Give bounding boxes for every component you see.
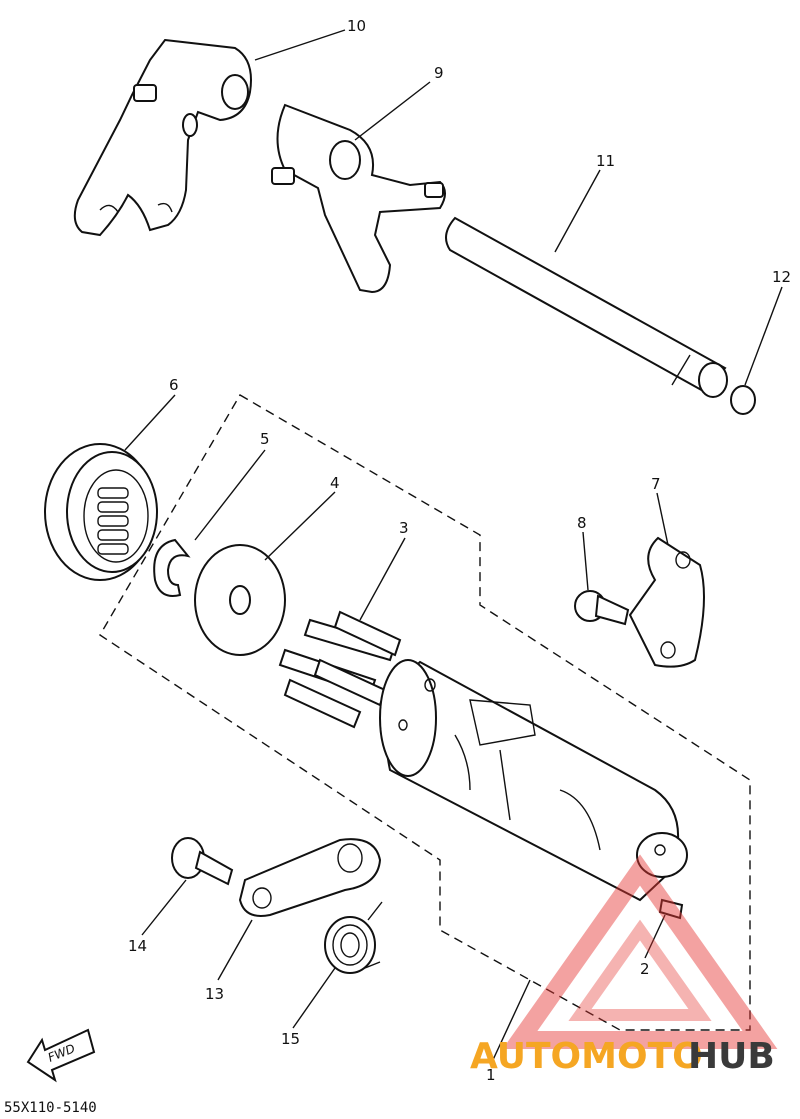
drawing-code: 55X110-5140 xyxy=(4,1100,97,1116)
callout-3: 3 xyxy=(399,519,409,537)
automotohub-watermark-logo xyxy=(502,854,778,1049)
callout-8: 8 xyxy=(577,514,587,532)
callout-7: 7 xyxy=(651,475,661,493)
screw-8 xyxy=(574,590,630,626)
callout-6: 6 xyxy=(169,376,179,394)
shift-drum-1 xyxy=(379,659,688,902)
callout-labels: 1 2 3 4 5 6 7 8 9 10 11 12 13 14 15 xyxy=(128,17,791,1084)
callout-1: 1 xyxy=(486,1066,496,1084)
o-ring-12 xyxy=(730,385,756,415)
callout-11: 11 xyxy=(596,152,615,170)
pin-2 xyxy=(658,898,684,920)
spring-15 xyxy=(324,901,383,974)
leader-lines xyxy=(124,29,783,1063)
callout-5: 5 xyxy=(260,430,270,448)
circlip-5 xyxy=(153,538,191,597)
callout-12: 12 xyxy=(772,268,791,286)
guide-bar-11 xyxy=(445,216,728,398)
callout-9: 9 xyxy=(434,64,444,82)
callout-10: 10 xyxy=(347,17,366,35)
callout-15: 15 xyxy=(281,1030,300,1048)
bolt-14 xyxy=(171,837,234,886)
watermark-text-part2: HUB xyxy=(688,1036,775,1077)
callout-4: 4 xyxy=(330,474,340,492)
callout-13: 13 xyxy=(205,985,224,1003)
plate-7 xyxy=(628,536,705,668)
bearing-6 xyxy=(44,443,158,581)
shift-fork-10 xyxy=(73,38,252,237)
washer-4 xyxy=(194,544,286,656)
callout-2: 2 xyxy=(640,960,650,978)
callout-14: 14 xyxy=(128,937,147,955)
automotohub-watermark-text: AUTOMOTO HUB xyxy=(470,1036,775,1077)
shift-fork-9 xyxy=(271,103,446,294)
fwd-arrow: FWD xyxy=(26,1028,96,1083)
watermark-text-part1: AUTOMOTO xyxy=(470,1036,703,1077)
stopper-lever-13 xyxy=(238,838,382,917)
